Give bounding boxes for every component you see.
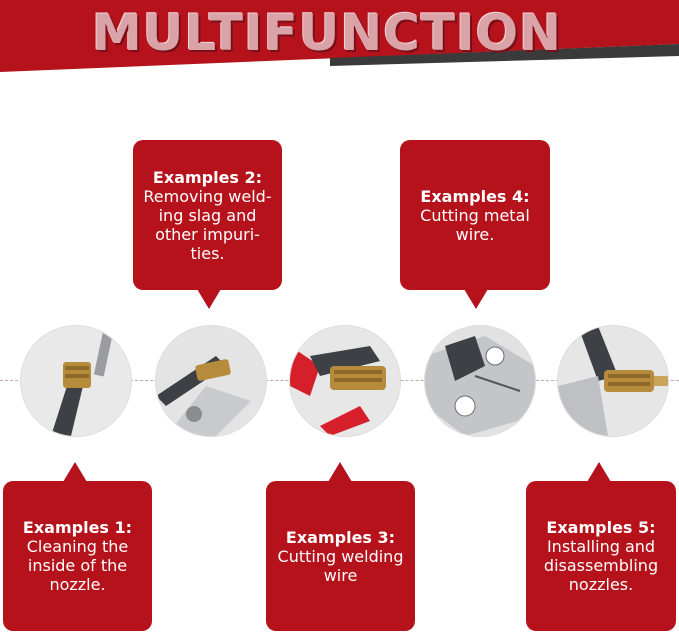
callout-pointer <box>464 289 488 309</box>
metal-wire-cutting-photo-icon <box>424 325 536 437</box>
callout-line: nozzle. <box>49 575 106 594</box>
callout-pointer <box>63 462 87 482</box>
callout-pointer <box>197 289 221 309</box>
callout-line: inside of the <box>27 556 128 575</box>
callout-line: Removing weld- <box>143 186 272 206</box>
callout-line: Cleaning the <box>26 537 129 556</box>
page-title: MULTIFUNCTION <box>92 4 563 62</box>
callout-line: ties. <box>190 243 225 263</box>
callout-line: Cutting metal <box>420 205 530 225</box>
callout-heading: Examples 5: <box>546 518 656 537</box>
callout-line: wire <box>323 565 358 585</box>
banner-background <box>0 0 679 72</box>
callout-heading: Examples 4: <box>420 186 530 206</box>
title-banner: MULTIFUNCTION <box>0 0 679 72</box>
callout-line: nozzles. <box>568 575 634 594</box>
callout-example-5: Examples 5: Installing and disassembling… <box>526 481 676 631</box>
wire-cutting-photo-icon <box>289 325 401 437</box>
callout-line: other impuri- <box>155 224 260 244</box>
callout-line: Cutting welding <box>277 546 404 566</box>
callout-example-1: Examples 1: Cleaning the inside of the n… <box>3 481 152 631</box>
callout-example-3: Examples 3: Cutting welding wire <box>266 481 415 631</box>
callout-heading: Examples 3: <box>285 527 396 547</box>
callout-heading: Examples 1: <box>22 518 133 537</box>
callout-pointer <box>328 462 352 482</box>
callout-pointer <box>587 462 611 482</box>
callout-line: Installing and <box>546 537 656 556</box>
callout-line: ing slag and <box>158 205 257 225</box>
callout-example-2: Examples 2: Removing weld- ing slag and … <box>133 140 282 290</box>
callout-heading: Examples 2: <box>152 167 263 187</box>
slag-removal-photo-icon <box>155 325 267 437</box>
nozzle-cleaning-photo-icon <box>20 325 132 437</box>
nozzle-install-photo-icon <box>557 325 669 437</box>
callout-line: wire. <box>455 224 495 244</box>
callout-example-4: Examples 4: Cutting metal wire. <box>400 140 550 290</box>
callout-line: disassembling <box>543 556 659 575</box>
